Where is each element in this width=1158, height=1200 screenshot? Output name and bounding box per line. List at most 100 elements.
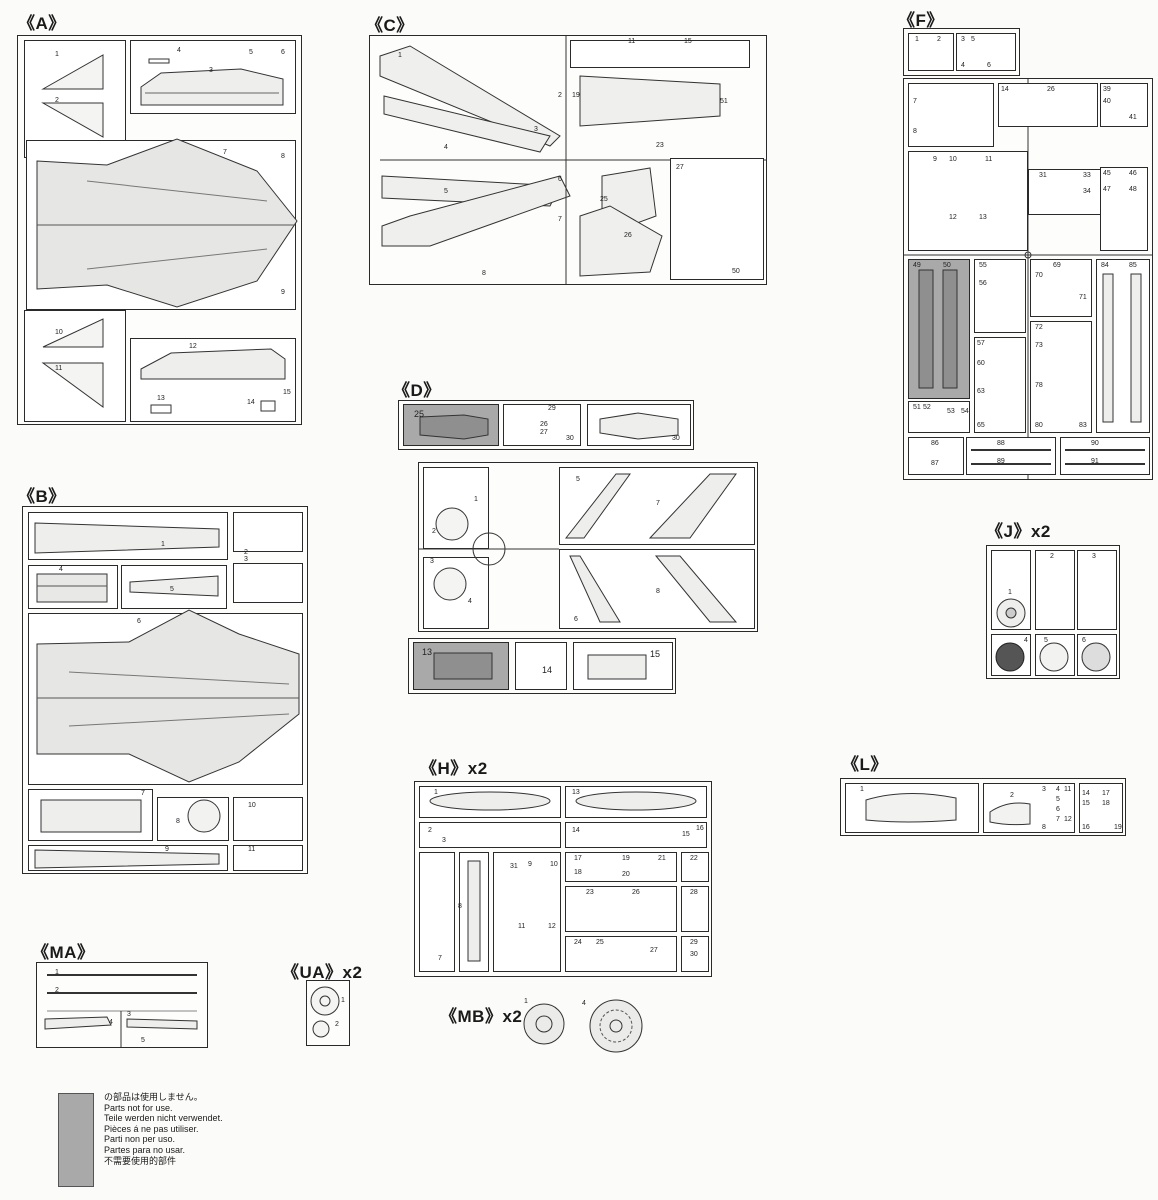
part-number: 45 [1103, 170, 1111, 177]
wing-panel-part [41, 318, 104, 408]
part-number: 90 [1091, 440, 1099, 447]
sprue-mb-wheels [523, 999, 643, 1053]
missile-rail-parts [1102, 273, 1142, 423]
part-number: 11 [518, 923, 526, 930]
sprue-ma-label: 《MA》 [32, 943, 95, 962]
sprue-l: 1 2 3 4 5 6 7 8 11 12 14 17 15 18 16 19 [840, 778, 1126, 836]
part-number: 8 [482, 270, 486, 277]
sprue-l-cell-13-19: 14 17 15 18 16 19 [1079, 783, 1123, 833]
sprue-l-label: 《L》 [842, 755, 888, 774]
part-number: 14 [572, 827, 580, 834]
part-number: 8 [281, 153, 285, 160]
sprue-h-cell-28: 28 [681, 886, 709, 932]
part-number: 9 [281, 289, 285, 296]
part-number: 1 [860, 786, 864, 793]
sprue-d-cell-1-2: 1 2 [423, 467, 489, 549]
part-number: 51 [720, 98, 728, 105]
sprue-d-cell-25-unused: 25 [403, 404, 499, 446]
intake-ring-part [433, 567, 467, 601]
part-number: 24 [574, 939, 582, 946]
part-number: 13 [422, 647, 433, 657]
sprue-j-cell-3: 3 [1077, 550, 1117, 630]
part-number: 5 [1044, 637, 1048, 644]
part-number: 3 [1042, 786, 1046, 793]
fuselage-side-part [140, 58, 284, 106]
exhaust-nozzle-part [1039, 642, 1069, 672]
part-number: 10 [55, 329, 63, 336]
legend-line-es: Partes para no usar. [104, 1144, 186, 1155]
sprue-b-main-fuselage: 6 [28, 609, 303, 785]
pylon-part [918, 269, 958, 389]
sprue-f-cell-3-6: 3 5 4 6 [956, 33, 1016, 71]
part-number: 11 [985, 156, 993, 163]
sprue-h-cell-22: 22 [681, 852, 709, 882]
part-number: 26 [540, 421, 548, 428]
part-number: 11 [248, 846, 256, 853]
sprue-h-cell-13: 13 [565, 786, 707, 818]
part-number: 6 [281, 49, 285, 56]
sprue-h-cell-23-26: 23 26 [565, 886, 677, 932]
missile-body-parts [971, 449, 1051, 465]
sprue-b-cell-5: 5 [121, 565, 227, 609]
legend-line-zh: 不需要使用的部件 [104, 1155, 177, 1166]
part-number: 12 [548, 923, 556, 930]
part-number: 5 [971, 36, 975, 43]
part-number: 19 [1114, 824, 1122, 831]
part-number: 4 [961, 62, 965, 69]
part-number: 87 [931, 460, 939, 467]
sprue-h-cell-9-12: 9 10 11 12 31 [493, 852, 561, 972]
sprue-c-label: 《C》 [366, 16, 414, 35]
tail-fin-parts [569, 555, 738, 623]
seat-part [419, 414, 489, 440]
runner-junction [419, 532, 559, 566]
part-number: 55 [979, 262, 987, 269]
part-number: 20 [622, 871, 630, 878]
part-number: 2 [55, 97, 59, 104]
part-number: 2 [1050, 553, 1054, 560]
part-number: 50 [943, 262, 951, 269]
sprue-f-cell-84-85: 84 85 [1096, 259, 1150, 433]
part-number: 80 [1035, 422, 1043, 429]
gear-bay-part [40, 799, 142, 833]
lower-fuselage-part [36, 609, 300, 783]
sprue-ua: 1 2 [306, 980, 350, 1046]
part-number: 73 [1035, 342, 1043, 349]
part-number: 15 [684, 38, 692, 45]
sprue-b-cell-2: 2 [233, 512, 303, 556]
sprue-c-cell-small-parts [670, 158, 764, 280]
part-number: 33 [1083, 172, 1091, 179]
part-number: 40 [1103, 98, 1111, 105]
part-number: 21 [658, 855, 666, 862]
sprue-d-cell-30: 30 [587, 404, 691, 446]
part-number: 5 [170, 586, 174, 593]
part-number: 54 [961, 408, 969, 415]
part-number: 1 [524, 998, 528, 1005]
part-number: 7 [223, 149, 227, 156]
sprue-f-cell-72-83: 72 73 78 80 83 [1030, 321, 1092, 433]
part-number: 53 [947, 408, 955, 415]
part-number: 25 [414, 409, 425, 419]
wing-panel-part [41, 54, 104, 138]
part-number: 69 [1053, 262, 1061, 269]
part-number: 3 [244, 556, 248, 563]
canopy-part [129, 575, 219, 597]
sprue-h-cell-24-27: 24 25 27 [565, 936, 677, 972]
part-number: 48 [1129, 186, 1137, 193]
fuselage-part [34, 522, 220, 554]
part-number: 13 [979, 214, 987, 221]
intake-ring-part [435, 507, 469, 541]
part-number: 7 [141, 790, 145, 797]
legend-line-it: Parti non per uso. [104, 1134, 176, 1145]
part-number: 51 [913, 404, 921, 411]
part-number: 31 [510, 863, 518, 870]
sprue-f-cell-31-34: 31 33 34 [1028, 169, 1102, 215]
part-number: 4 [582, 1000, 586, 1007]
part-number: 30 [690, 951, 698, 958]
part-number: 23 [656, 142, 664, 149]
part-number: 3 [1092, 553, 1096, 560]
part-number: 16 [696, 825, 704, 832]
pylon-rods-parts [44, 974, 198, 1047]
part-number: 26 [624, 232, 632, 239]
sprue-f-cell-14-26: 14 26 [998, 83, 1098, 127]
part-number: 14 [1082, 790, 1090, 797]
